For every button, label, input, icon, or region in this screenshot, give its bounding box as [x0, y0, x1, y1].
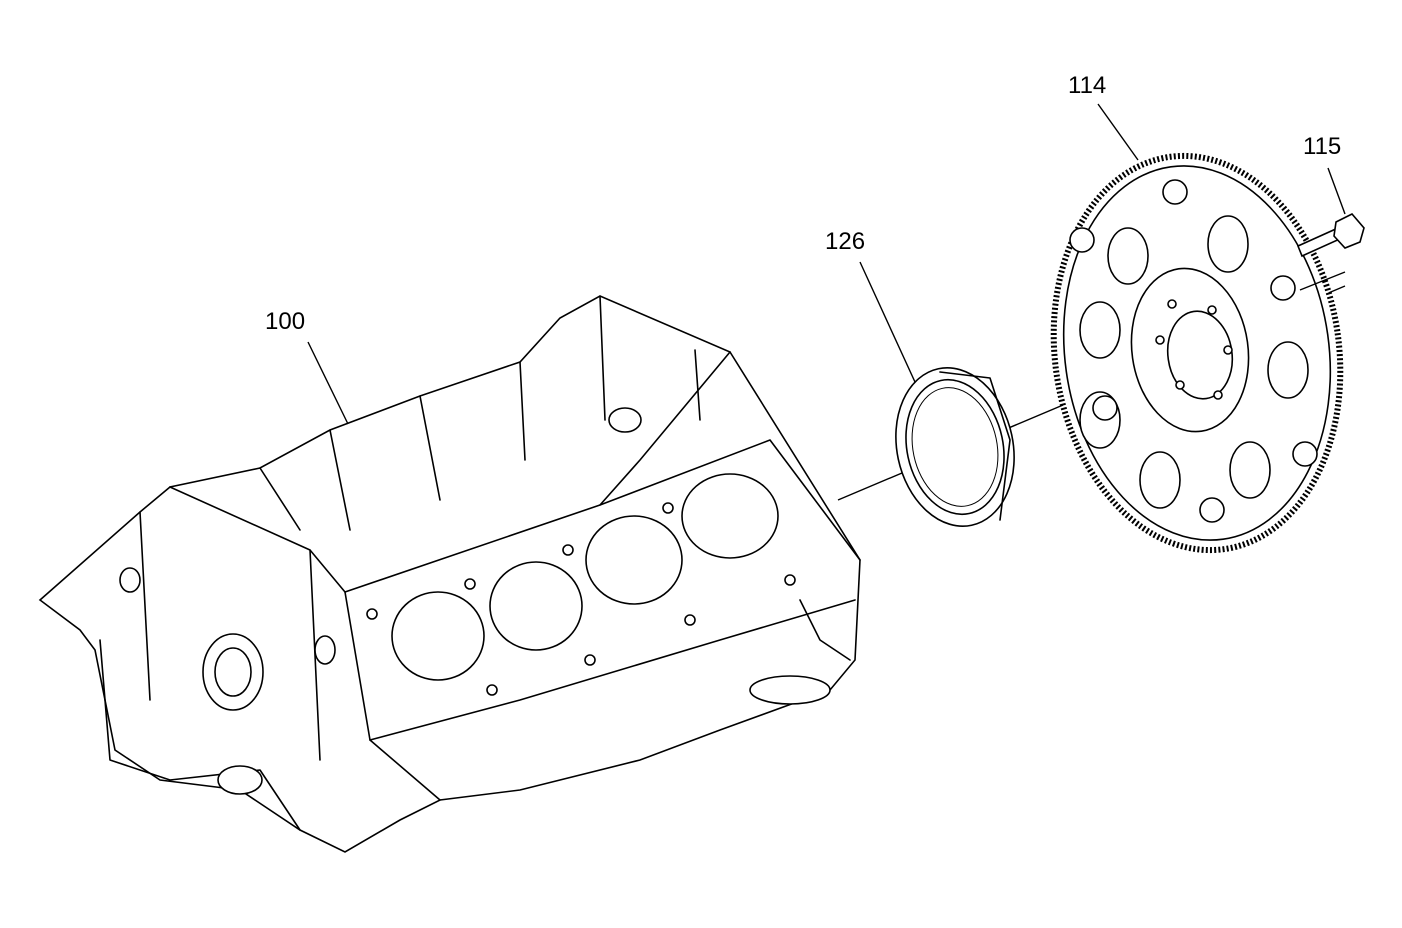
- leader-line-114: [1097, 103, 1139, 161]
- callout-label-100: 100: [265, 308, 305, 335]
- callout-label-114: 114: [1068, 72, 1106, 99]
- leader-line-126: [859, 261, 916, 383]
- leader-line-115: [1327, 167, 1346, 215]
- flywheel-bolt-icon: [1296, 213, 1365, 291]
- leader-line-100: [307, 341, 349, 425]
- callout-label-115: 115: [1303, 133, 1341, 160]
- callout-label-126: 126: [825, 228, 865, 255]
- rear-crankshaft-seal-icon: [895, 367, 1015, 527]
- engine-block-icon: [38, 295, 861, 853]
- flywheel-icon: [1050, 152, 1344, 554]
